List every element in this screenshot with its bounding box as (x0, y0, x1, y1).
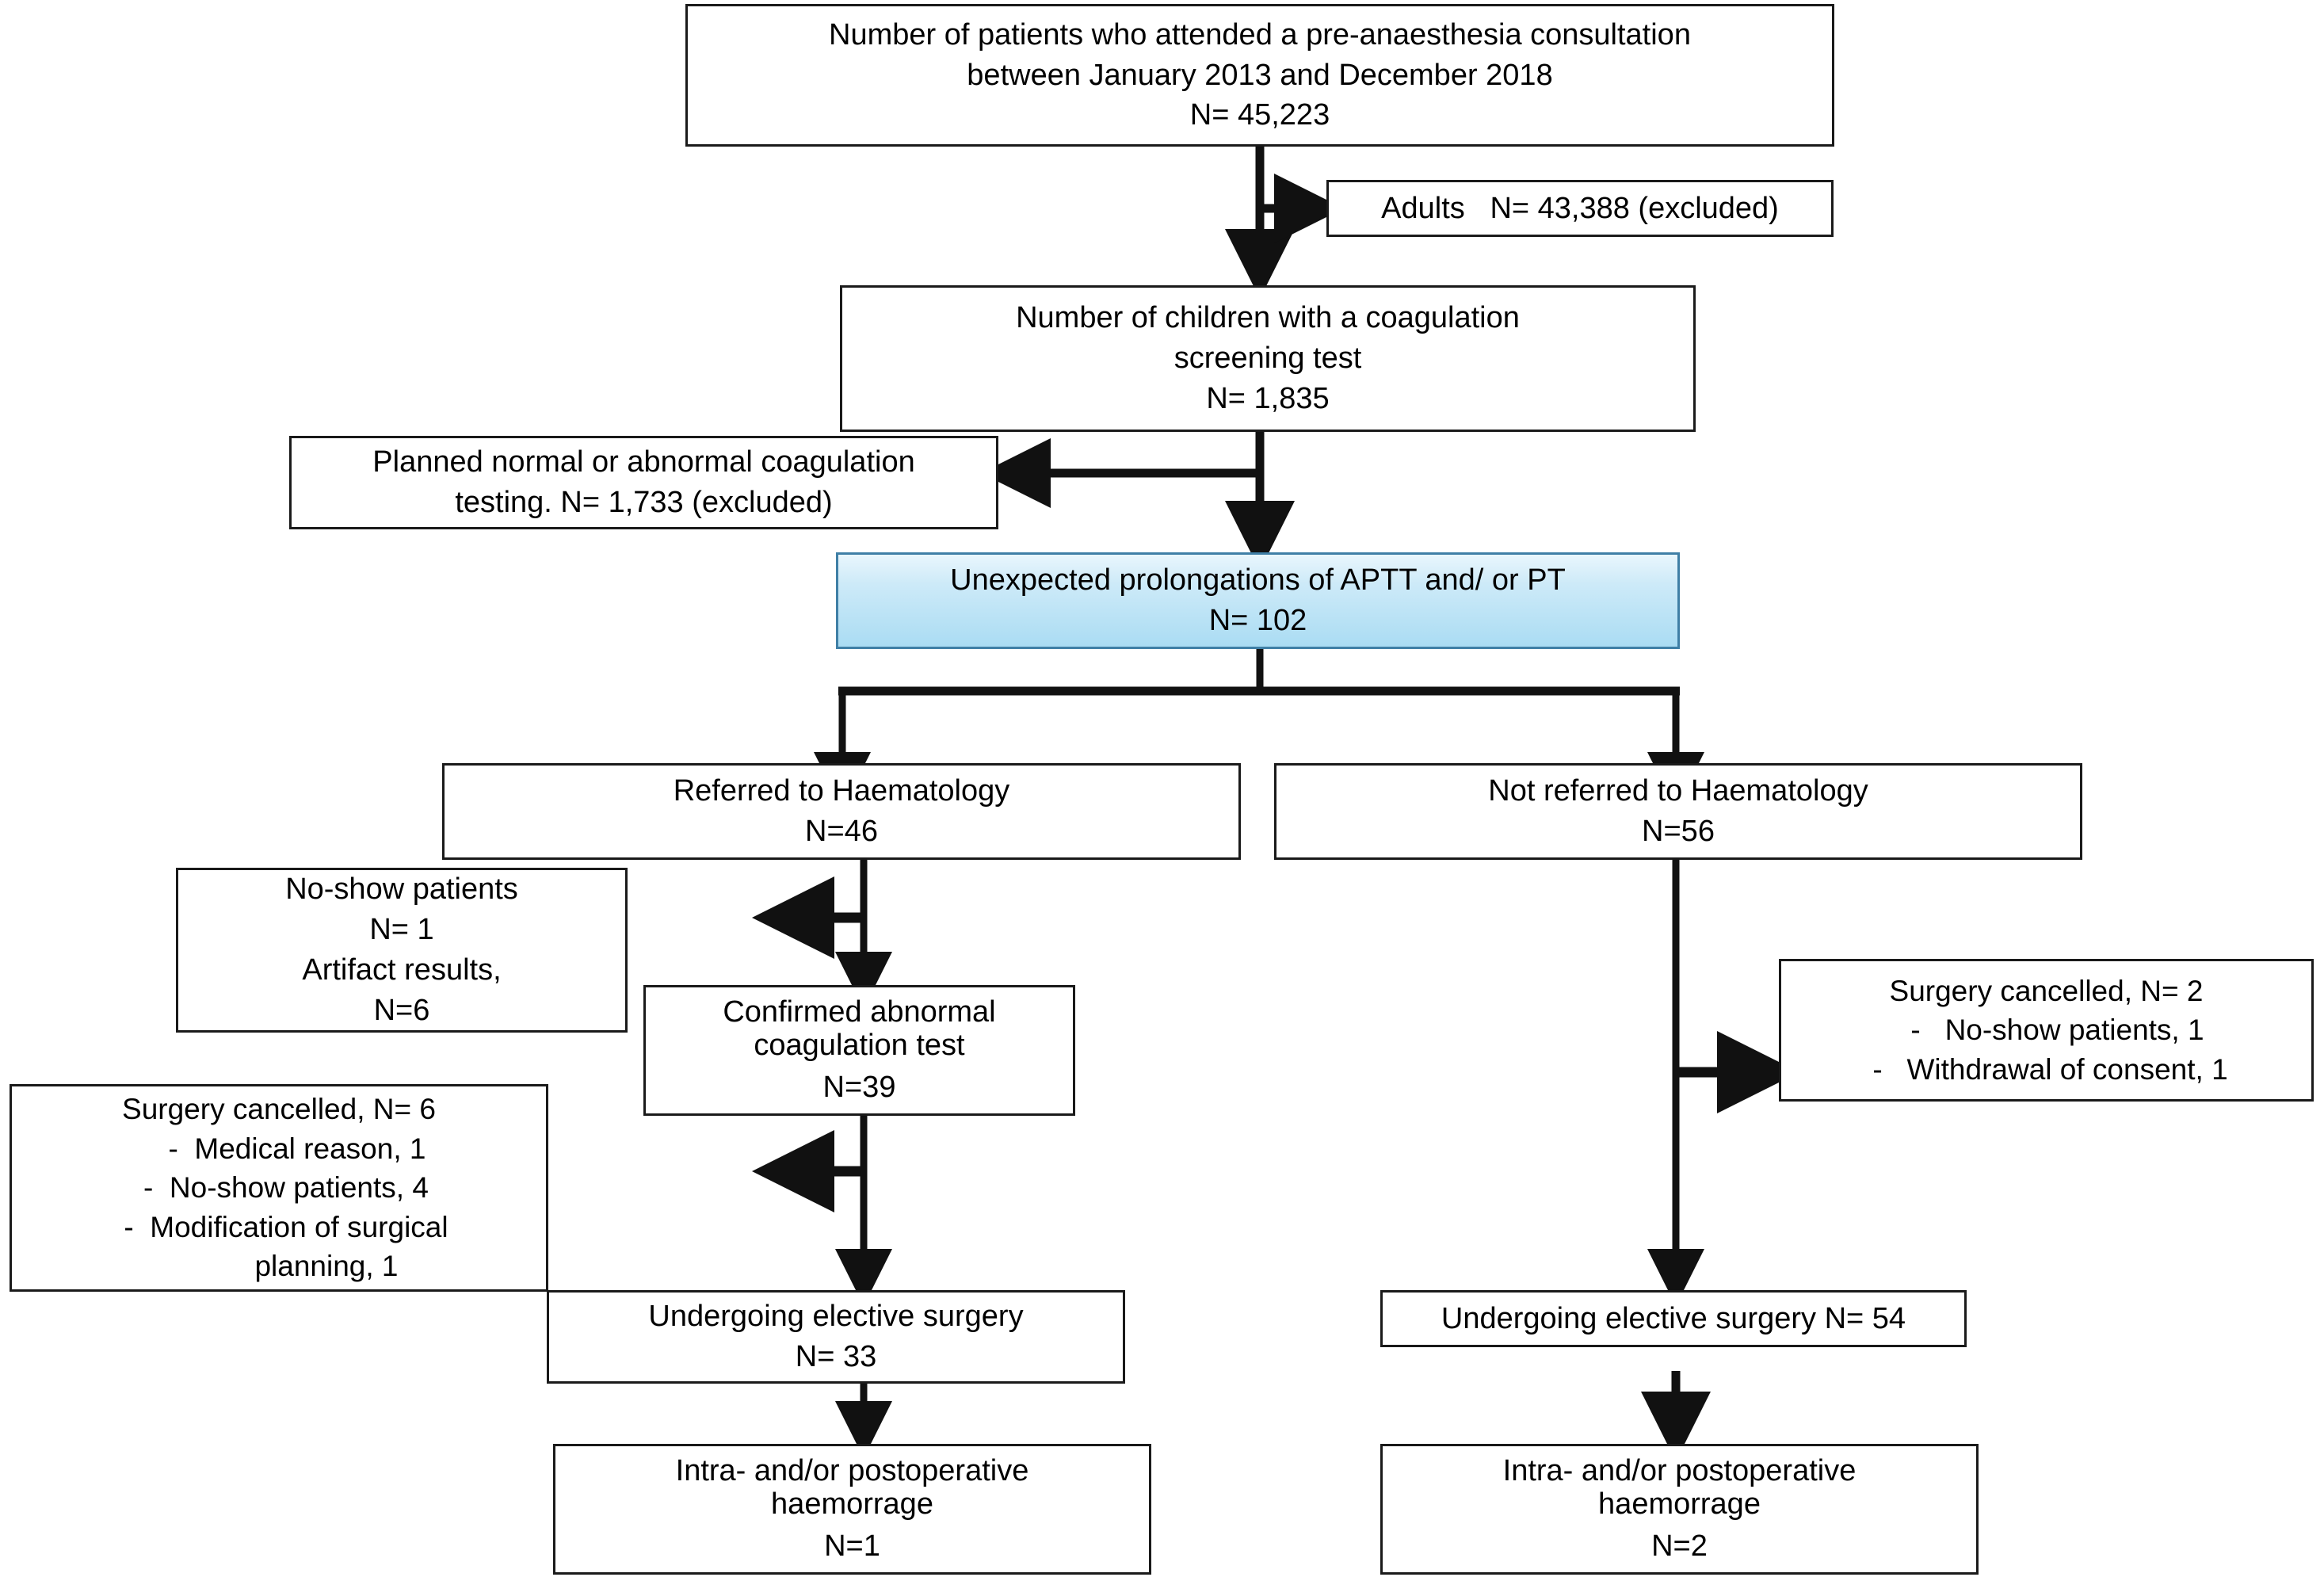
confirmed-line-2: coagulation test (754, 1028, 965, 1062)
cancelled-left-heading: Surgery cancelled, N= 6 (122, 1093, 436, 1126)
no-show-line-2: N= 1 (369, 913, 434, 947)
haemorrhage-left-line-1: Intra- and/or postoperative (675, 1454, 1029, 1488)
confirmed-abnormal-box[interactable]: Confirmed abnormal coagulation test N=39 (643, 985, 1075, 1116)
adults-excluded-box[interactable]: Adults N= 43,388 (excluded) (1326, 180, 1834, 237)
referred-line-2: N=46 (805, 815, 878, 848)
unexpected-line-1: Unexpected prolongations of APTT and/ or… (950, 563, 1566, 598)
confirmed-line-3: N=39 (822, 1071, 896, 1105)
children-line-3: N= 1,835 (1206, 381, 1330, 415)
no-show-line-3: Artifact results, (302, 953, 502, 987)
planned-excluded-line-2: testing. N= 1,733 (excluded) (455, 486, 833, 519)
haemorrhage-right-line-3: N=2 (1651, 1529, 1708, 1564)
attended-line-3: N= 45,223 (1189, 98, 1330, 132)
not-referred-haematology-box[interactable]: Not referred to Haematology N=56 (1274, 763, 2082, 860)
attended-line-2: between January 2013 and December 2018 (967, 58, 1553, 92)
unexpected-line-2: N= 102 (1208, 604, 1307, 637)
unexpected-prolongations-box[interactable]: Unexpected prolongations of APTT and/ or… (836, 552, 1680, 649)
cancelled-left-bullet-3: - Modification of surgical (124, 1210, 448, 1243)
surgery-cancelled-right-box[interactable]: Surgery cancelled, N= 2 - No-show patien… (1779, 959, 2314, 1102)
cancelled-right-heading: Surgery cancelled, N= 2 (1889, 974, 2204, 1007)
elective-surgery-left-box[interactable]: Undergoing elective surgery N= 33 (547, 1290, 1125, 1384)
haemorrhage-right-line-2: haemorrage (1598, 1487, 1761, 1521)
confirmed-line-1: Confirmed abnormal (723, 995, 996, 1029)
adults-excluded-label: Adults N= 43,388 (excluded) (1381, 191, 1779, 225)
cancelled-right-bullet-1: - No-show patients, 1 (1910, 1014, 2204, 1047)
attended-consultation-box[interactable]: Number of patients who attended a pre-an… (685, 4, 1834, 147)
referred-haematology-box[interactable]: Referred to Haematology N=46 (442, 763, 1241, 860)
cancelled-left-bullet-2: - No-show patients, 4 (143, 1171, 429, 1205)
haemorrhage-left-line-3: N=1 (824, 1529, 880, 1564)
children-coagulation-box[interactable]: Number of children with a coagulation sc… (840, 285, 1696, 432)
no-show-line-1: No-show patients (285, 873, 518, 907)
elective-left-line-1: Undergoing elective surgery (648, 1300, 1024, 1334)
haemorrhage-right-box[interactable]: Intra- and/or postoperative haemorrage N… (1380, 1444, 1979, 1575)
elective-surgery-right-box[interactable]: Undergoing elective surgery N= 54 (1380, 1290, 1967, 1347)
not-referred-line-1: Not referred to Haematology (1488, 774, 1868, 808)
planned-testing-excluded-box[interactable]: Planned normal or abnormal coagulation t… (289, 436, 998, 529)
cancelled-left-bullet-1: - Medical reason, 1 (168, 1132, 426, 1165)
surgery-cancelled-left-box[interactable]: Surgery cancelled, N= 6 - Medical reason… (10, 1084, 548, 1292)
not-referred-line-2: N=56 (1642, 815, 1715, 848)
attended-line-1: Number of patients who attended a pre-an… (829, 17, 1691, 52)
children-line-1: Number of children with a coagulation (1016, 301, 1520, 335)
no-show-line-4: N=6 (373, 993, 430, 1027)
referred-line-1: Referred to Haematology (673, 774, 1010, 808)
cancelled-right-bullet-2: - Withdrawal of consent, 1 (1872, 1052, 2228, 1086)
elective-left-line-2: N= 33 (795, 1340, 877, 1373)
haemorrhage-left-line-2: haemorrage (771, 1487, 933, 1521)
no-show-artifact-box[interactable]: No-show patients N= 1 Artifact results, … (176, 868, 628, 1033)
haemorrhage-left-box[interactable]: Intra- and/or postoperative haemorrage N… (553, 1444, 1151, 1575)
elective-right-line-1: Undergoing elective surgery N= 54 (1441, 1301, 1906, 1335)
cancelled-left-bullet-4: planning, 1 (254, 1250, 399, 1283)
planned-excluded-line-1: Planned normal or abnormal coagulation (372, 445, 915, 479)
children-line-2: screening test (1173, 342, 1362, 376)
haemorrhage-right-line-1: Intra- and/or postoperative (1502, 1454, 1857, 1488)
